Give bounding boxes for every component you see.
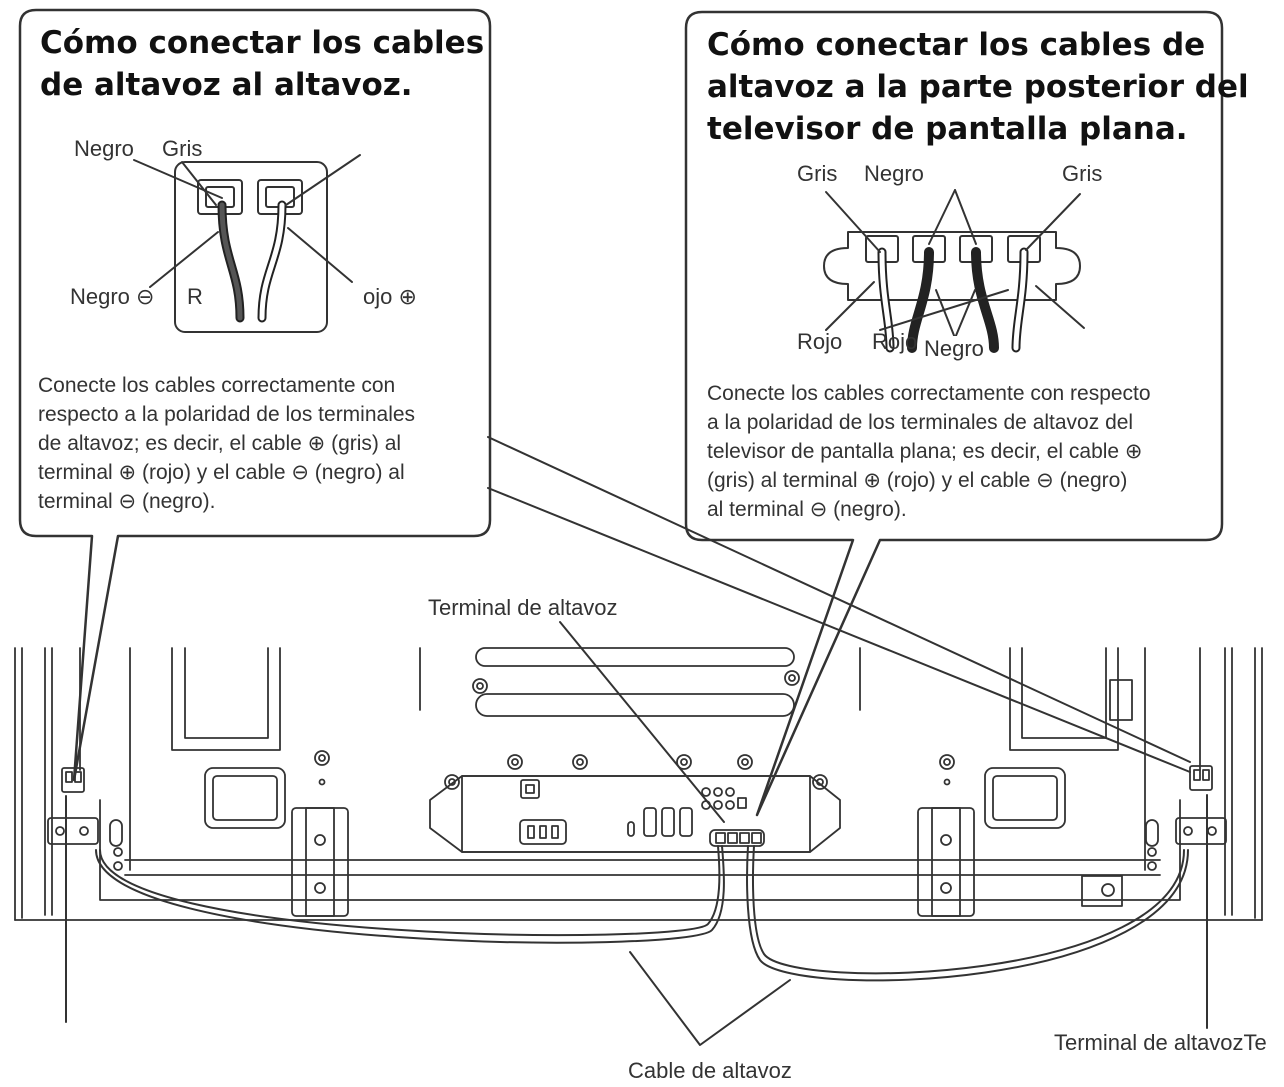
left-note-line5: terminal ⊖ (negro). <box>38 490 216 513</box>
label-negro-minus: Negro ⊖ <box>70 284 155 309</box>
label-negro-bottom: Negro <box>924 336 984 362</box>
tv-back-drawing <box>14 647 1263 921</box>
tv-terminal-drawing <box>823 189 1085 353</box>
label-negro-top-right: Negro <box>864 161 924 186</box>
label-rojo-1: Rojo <box>797 329 843 354</box>
right-note-line3: televisor de pantalla plana; es decir, e… <box>707 440 1143 463</box>
label-gris-right: Gris <box>1062 161 1103 186</box>
left-note-line1: Conecte los cables correctamente con <box>38 374 396 397</box>
left-callout-title-line1: Cómo conectar los cables <box>40 25 485 61</box>
right-note-line4: (gris) al terminal ⊕ (rojo) y el cable ⊖… <box>707 469 1128 492</box>
label-cable: Cable de altavoz <box>628 1058 792 1083</box>
right-callout-title-line1: Cómo conectar los cables de <box>707 27 1206 63</box>
label-terminal-right: Terminal de altavozTe <box>1054 1030 1267 1055</box>
left-callout-title-line2: de altavoz al altavoz. <box>40 67 413 103</box>
speaker-terminal-drawing <box>133 154 361 333</box>
right-callout-title-line2: altavoz a la parte posterior del <box>707 69 1249 105</box>
label-gris-top-left: Gris <box>162 136 203 161</box>
leader-line-lower <box>487 487 1191 773</box>
label-r: R <box>187 284 203 309</box>
leader-line-upper <box>487 436 1191 763</box>
leader-terminal-center <box>559 621 725 823</box>
left-note-line4: terminal ⊕ (rojo) y el cable ⊖ (negro) a… <box>38 461 405 484</box>
speaker-cable-drawing <box>95 845 1189 982</box>
label-negro-top-left: Negro <box>74 136 134 161</box>
right-note-line5: al terminal ⊖ (negro). <box>707 498 907 521</box>
left-callout-bubble <box>18 8 492 782</box>
left-note-line3: de altavoz; es decir, el cable ⊕ (gris) … <box>38 432 402 455</box>
label-gris-left: Gris <box>797 161 838 186</box>
leader-cable <box>629 951 791 1046</box>
left-note-line2: respecto a la polaridad de los terminale… <box>38 403 416 426</box>
label-rojo-2: Rojo <box>872 329 918 354</box>
label-ojo-plus: ojo ⊕ <box>363 284 417 309</box>
right-callout-bubble <box>684 10 1224 817</box>
right-note-line2: a la polaridad de los terminales de alta… <box>707 411 1134 434</box>
label-terminal-center: Terminal de altavoz <box>428 595 618 620</box>
right-callout-title-line3: televisor de pantalla plana. <box>707 111 1188 147</box>
right-note-line1: Conecte los cables correctamente con res… <box>707 382 1151 405</box>
